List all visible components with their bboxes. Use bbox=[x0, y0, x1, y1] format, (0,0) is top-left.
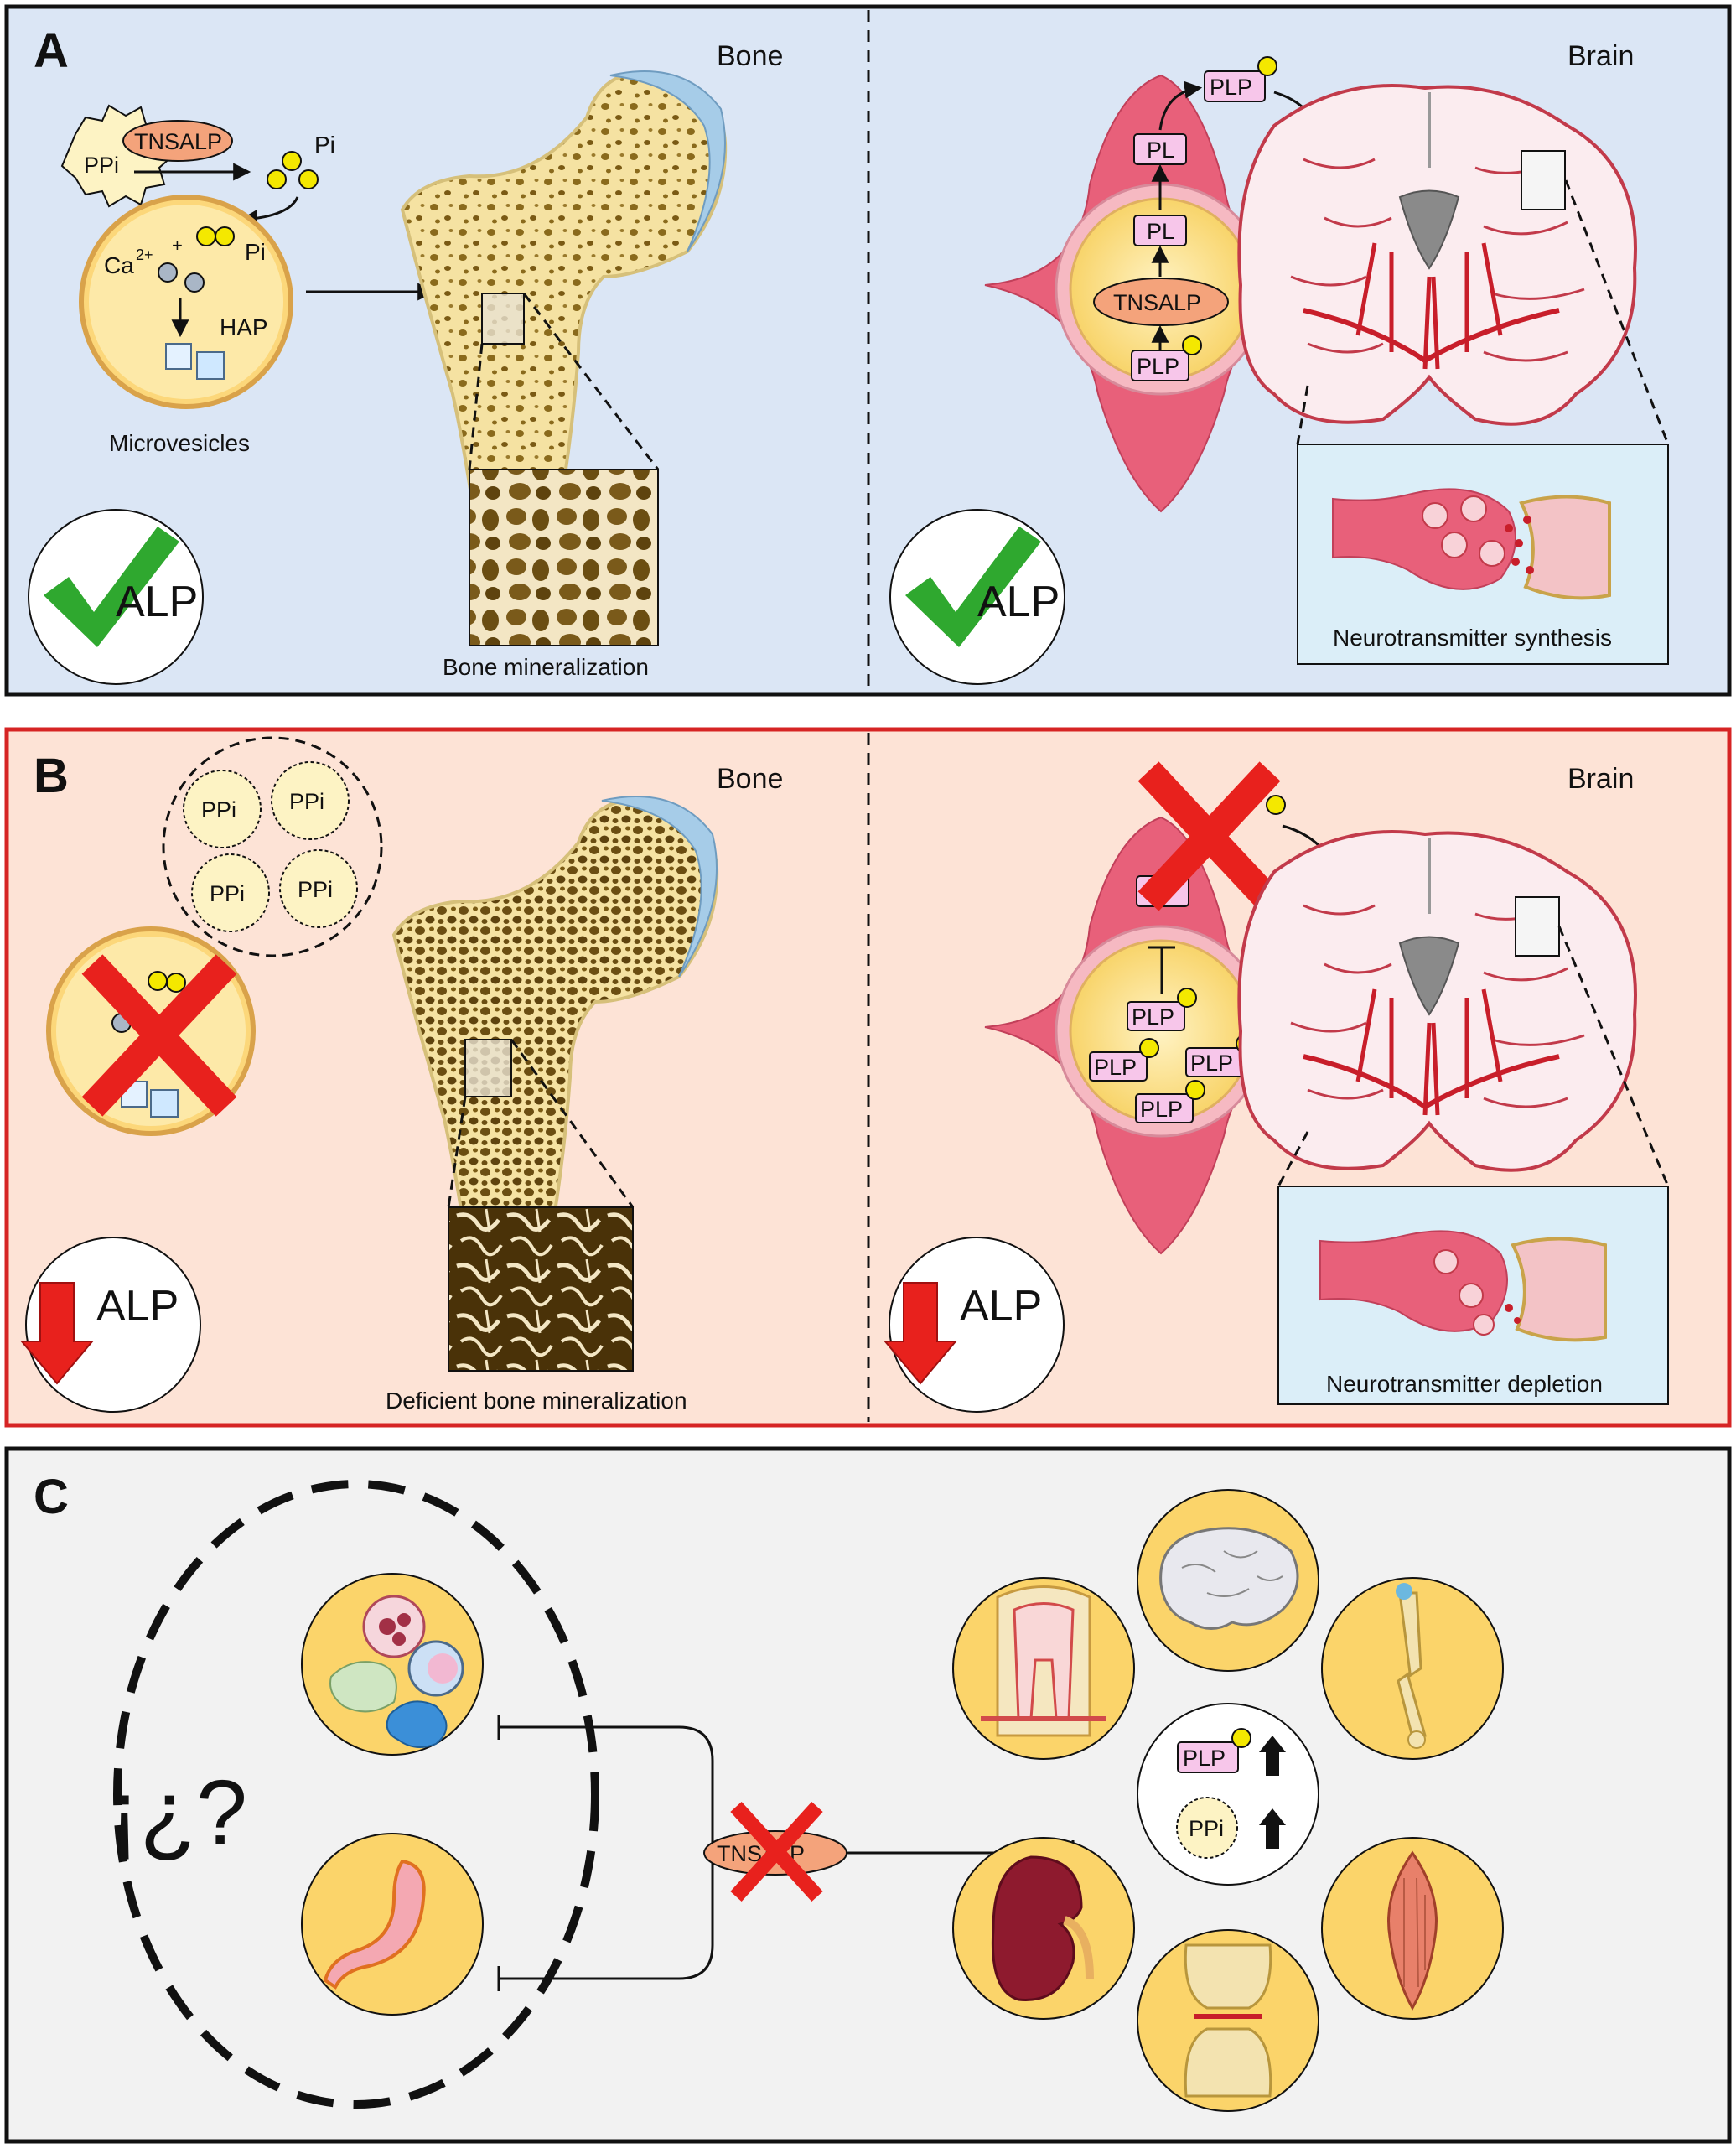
panel-a-letter: A bbox=[34, 23, 69, 78]
arrow-down-icon bbox=[883, 1282, 958, 1385]
panel-c: C ¡¿? TNSALP bbox=[4, 1446, 1732, 2144]
panel-b-letter: B bbox=[34, 749, 69, 803]
ppi-cluster bbox=[162, 736, 383, 957]
pi-dots bbox=[267, 151, 319, 189]
femur-b bbox=[391, 796, 719, 1372]
ca-label: Ca bbox=[104, 252, 134, 278]
phosphate-dot bbox=[1257, 56, 1277, 76]
cross-icon bbox=[730, 1801, 823, 1902]
bone-organ bbox=[1321, 1577, 1504, 1760]
brain-organ bbox=[1137, 1489, 1319, 1672]
neurotransmitter-depletion-label: Neurotransmitter depletion bbox=[1326, 1371, 1603, 1397]
hap-label: HAP bbox=[220, 314, 268, 340]
muscle-organ bbox=[1321, 1837, 1504, 2020]
ppi-star: PPi bbox=[279, 849, 358, 928]
pl-exit-arrow bbox=[1158, 80, 1203, 131]
phosphate-dot bbox=[1182, 335, 1202, 355]
plp-label: PLP bbox=[1132, 1004, 1174, 1030]
pi-top-label: Pi bbox=[314, 132, 335, 158]
plp-pill bbox=[1089, 1051, 1148, 1082]
check-icon bbox=[44, 527, 179, 647]
tnsalp-cell-label: TNSALP bbox=[1113, 290, 1201, 315]
check-icon bbox=[905, 527, 1041, 647]
inhibit-stomach-line bbox=[499, 1853, 714, 1980]
plp-top-label: PLP bbox=[1210, 75, 1252, 100]
stomach-organ bbox=[301, 1833, 484, 2016]
inhibit-immune-line bbox=[499, 1725, 714, 1853]
bone-mineralization-label: Bone mineralization bbox=[443, 654, 649, 680]
ppi-label: PPi bbox=[289, 789, 324, 814]
plus-sign: + bbox=[172, 235, 183, 256]
ppi-star bbox=[1176, 1797, 1238, 1859]
ppi-label: PPi bbox=[298, 877, 333, 902]
plp-pill bbox=[1127, 1001, 1185, 1031]
synapse-box-a bbox=[1297, 444, 1669, 665]
neurotransmitter-synthesis-label: Neurotransmitter synthesis bbox=[1333, 625, 1612, 651]
brain-title: Brain bbox=[1568, 40, 1634, 72]
plp-pill bbox=[1135, 1093, 1194, 1123]
phosphate-dot bbox=[1177, 988, 1197, 1008]
femur-a bbox=[400, 70, 728, 646]
question-mark: ¡¿? bbox=[109, 1761, 247, 1865]
panel-c-letter: C bbox=[34, 1470, 69, 1524]
deficient-mineralization-label: Deficient bone mineralization bbox=[386, 1388, 687, 1414]
immune-cells-organ bbox=[301, 1573, 484, 1756]
arrow-up-icon bbox=[1259, 1808, 1286, 1849]
elevated-metabolites-circle bbox=[1137, 1703, 1319, 1886]
tooth-organ bbox=[952, 1577, 1135, 1760]
bone-title-b: Bone bbox=[717, 763, 783, 795]
bone-title: Bone bbox=[717, 40, 783, 72]
ppi-star: PPi bbox=[191, 853, 270, 932]
plp-c-label: PLP bbox=[1183, 1746, 1226, 1771]
brain-title-b: Brain bbox=[1568, 763, 1634, 795]
ppi-label: PPi bbox=[210, 881, 245, 906]
plp-pill-c bbox=[1177, 1741, 1239, 1773]
phosphate-dot bbox=[1266, 795, 1286, 815]
plp-label: PLP bbox=[1140, 1097, 1183, 1122]
cross-icon bbox=[1137, 761, 1281, 911]
microvesicle bbox=[79, 195, 293, 409]
arrow-up-icon bbox=[1259, 1736, 1286, 1776]
plp-label: PLP bbox=[1190, 1051, 1233, 1076]
ppi-label: PPi bbox=[201, 797, 236, 822]
phosphate-dot bbox=[1139, 1038, 1159, 1058]
plp-cell-label: PLP bbox=[1137, 354, 1179, 379]
alp-check-badge-left: ALP bbox=[28, 509, 204, 685]
alp-left-label-b: ALP bbox=[96, 1282, 179, 1331]
panel-b: B Bone Brain PPi PPi PPi PPi bbox=[4, 727, 1732, 1428]
phosphate-dot bbox=[1231, 1728, 1251, 1748]
ppi-star: PPi bbox=[183, 770, 262, 848]
unknown-mechanism-ellipse bbox=[113, 1480, 599, 2109]
cross-icon bbox=[81, 954, 237, 1117]
microvesicle-blocked bbox=[46, 926, 256, 1136]
panel-c-frame bbox=[4, 1446, 1732, 2144]
synapse-box-b bbox=[1277, 1186, 1669, 1405]
brain-section-b bbox=[1237, 830, 1670, 1187]
pl-upper-label: PL bbox=[1147, 137, 1174, 163]
arrow-down-icon bbox=[19, 1282, 95, 1385]
alp-check-badge-right: ALP bbox=[889, 509, 1065, 685]
alp-right-label: ALP bbox=[977, 578, 1060, 626]
panel-a: A Bone Brain PPi TNSALP Pi bbox=[4, 4, 1732, 697]
phosphate-dot bbox=[1185, 1080, 1205, 1100]
plp-label: PLP bbox=[1094, 1055, 1137, 1080]
tnsalp-label: TNSALP bbox=[134, 129, 222, 154]
ca-superscript: 2+ bbox=[136, 246, 153, 263]
alp-down-badge-left: ALP bbox=[19, 1237, 201, 1413]
joint-organ bbox=[1137, 1929, 1319, 2112]
ppi-label: PPi bbox=[84, 153, 119, 178]
alp-down-badge-right: ALP bbox=[883, 1237, 1065, 1413]
brain-section-a bbox=[1237, 84, 1670, 445]
ppi-c-label: PPi bbox=[1189, 1816, 1224, 1841]
microvesicles-label: Microvesicles bbox=[109, 430, 250, 456]
kidney-organ bbox=[952, 1837, 1135, 2020]
pi-inner-label: Pi bbox=[245, 239, 266, 265]
plp-cell-pill bbox=[1131, 350, 1189, 381]
tnsalp-ellipse bbox=[122, 120, 233, 162]
pl-lower-label: PL bbox=[1147, 219, 1174, 244]
ppi-star: PPi bbox=[271, 761, 350, 840]
alp-left-label: ALP bbox=[116, 578, 198, 626]
plp-top-pill bbox=[1204, 70, 1266, 102]
alp-right-label-b: ALP bbox=[960, 1282, 1042, 1331]
